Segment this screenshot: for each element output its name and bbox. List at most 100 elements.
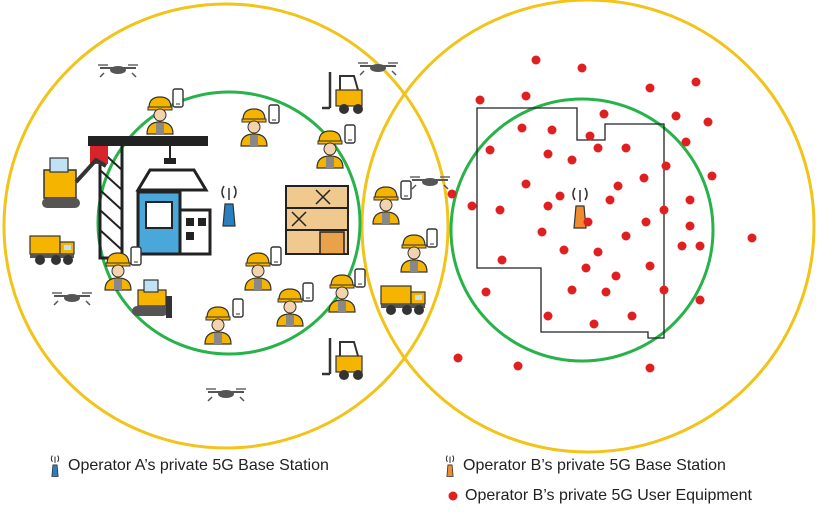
ue-dot	[685, 195, 695, 205]
legend-operator-b-ue: Operator B’s private 5G User Equipment	[447, 487, 752, 505]
operator-a-private-coverage	[96, 90, 362, 356]
ue-dot	[521, 91, 531, 101]
ue-dot	[605, 195, 615, 205]
ue-dot	[567, 285, 577, 295]
ue-dot	[671, 111, 681, 121]
drone-icon	[97, 64, 139, 78]
ue-dot	[517, 123, 527, 133]
operator-b-site-boundary	[476, 107, 665, 339]
smartphone-icon	[400, 180, 412, 200]
ue-dot	[485, 145, 495, 155]
worker-icon	[372, 186, 400, 225]
ue-dot	[621, 143, 631, 153]
smartphone-icon	[232, 298, 244, 318]
smartphone-icon	[354, 268, 366, 288]
ue-dot	[707, 171, 717, 181]
worker-icon	[204, 306, 232, 345]
ue-dot	[521, 179, 531, 189]
drone-icon	[51, 292, 93, 306]
ue-dot	[695, 295, 705, 305]
ue-dot	[531, 55, 541, 65]
worker-icon	[240, 108, 268, 147]
worker-icon	[276, 288, 304, 327]
worker-icon	[146, 96, 174, 135]
ue-dot	[621, 231, 631, 241]
smartphone-icon	[344, 124, 356, 144]
ue-dot	[481, 287, 491, 297]
ue-dot	[695, 241, 705, 251]
dump-truck-icon	[29, 235, 75, 266]
excavator-icon	[42, 157, 108, 208]
warehouse-icon	[285, 185, 349, 255]
ue-dot	[659, 285, 669, 295]
dump-truck-icon	[380, 285, 426, 316]
ue-dot	[599, 109, 609, 119]
ue-dot	[661, 161, 671, 171]
worker-icon	[244, 252, 272, 291]
smartphone-icon	[426, 228, 438, 248]
ue-dot	[543, 201, 553, 211]
ue-dot	[577, 63, 587, 73]
ue-dot	[513, 361, 523, 371]
legend-operator-b-bs: Operator B’s private 5G Base Station	[443, 455, 726, 477]
ue-dot	[613, 181, 623, 191]
factory-icon	[135, 168, 212, 256]
bulldozer-icon	[132, 279, 172, 318]
legend-label: Operator B’s private 5G Base Station	[463, 457, 726, 474]
user-equipment-dot	[448, 491, 458, 501]
operator-b-private-coverage	[449, 97, 715, 363]
operator-b-macro-coverage	[360, 0, 816, 454]
ue-dot	[601, 287, 611, 297]
drone-icon	[205, 388, 247, 402]
ue-dot	[585, 131, 595, 141]
legend-label: Operator A’s private 5G Base Station	[68, 457, 329, 474]
ue-dot	[447, 189, 457, 199]
base-station-icon	[50, 455, 60, 477]
legend-operator-a-bs: Operator A’s private 5G Base Station	[48, 455, 329, 477]
ue-dot	[681, 137, 691, 147]
ue-dot	[677, 241, 687, 251]
ue-dot	[467, 201, 477, 211]
ue-dot	[691, 77, 701, 87]
operator-b-user-equipment	[447, 55, 757, 373]
ue-dot	[453, 353, 463, 363]
ue-dot	[639, 173, 649, 183]
smartphone-icon	[268, 104, 280, 124]
ue-dot	[583, 217, 593, 227]
ue-dot	[645, 261, 655, 271]
ue-dot	[611, 271, 621, 281]
smartphone-icon	[302, 282, 314, 302]
operator-a-macro-coverage	[2, 2, 450, 450]
worker-icon	[400, 234, 428, 273]
ue-dot	[537, 227, 547, 237]
ue-dot	[581, 263, 591, 273]
ue-dot	[589, 319, 599, 329]
ue-dot	[593, 143, 603, 153]
forklift-icon	[320, 70, 365, 116]
ue-dot	[543, 149, 553, 159]
crane-icon	[88, 136, 208, 260]
smartphone-icon	[270, 246, 282, 266]
smartphone-icon	[172, 88, 184, 108]
ue-dot	[645, 363, 655, 373]
ue-dot	[559, 245, 569, 255]
forklift-icon	[320, 336, 365, 382]
ue-dot	[747, 233, 757, 243]
drone-icon	[357, 62, 399, 76]
ue-dot	[555, 191, 565, 201]
ue-dot	[475, 95, 485, 105]
ue-dot	[495, 205, 505, 215]
base-station-icon	[445, 455, 455, 477]
ue-dot	[567, 155, 577, 165]
ue-dot	[497, 255, 507, 265]
ue-dot	[685, 221, 695, 231]
ue-dot	[593, 247, 603, 257]
smartphone-icon	[130, 246, 142, 266]
ue-dot	[543, 311, 553, 321]
worker-icon	[328, 274, 356, 313]
ue-dot	[703, 117, 713, 127]
legend-label: Operator B’s private 5G User Equipment	[465, 487, 752, 504]
operator-a-base-station-icon	[221, 185, 237, 227]
ue-dot	[641, 217, 651, 227]
ue-dot	[645, 83, 655, 93]
